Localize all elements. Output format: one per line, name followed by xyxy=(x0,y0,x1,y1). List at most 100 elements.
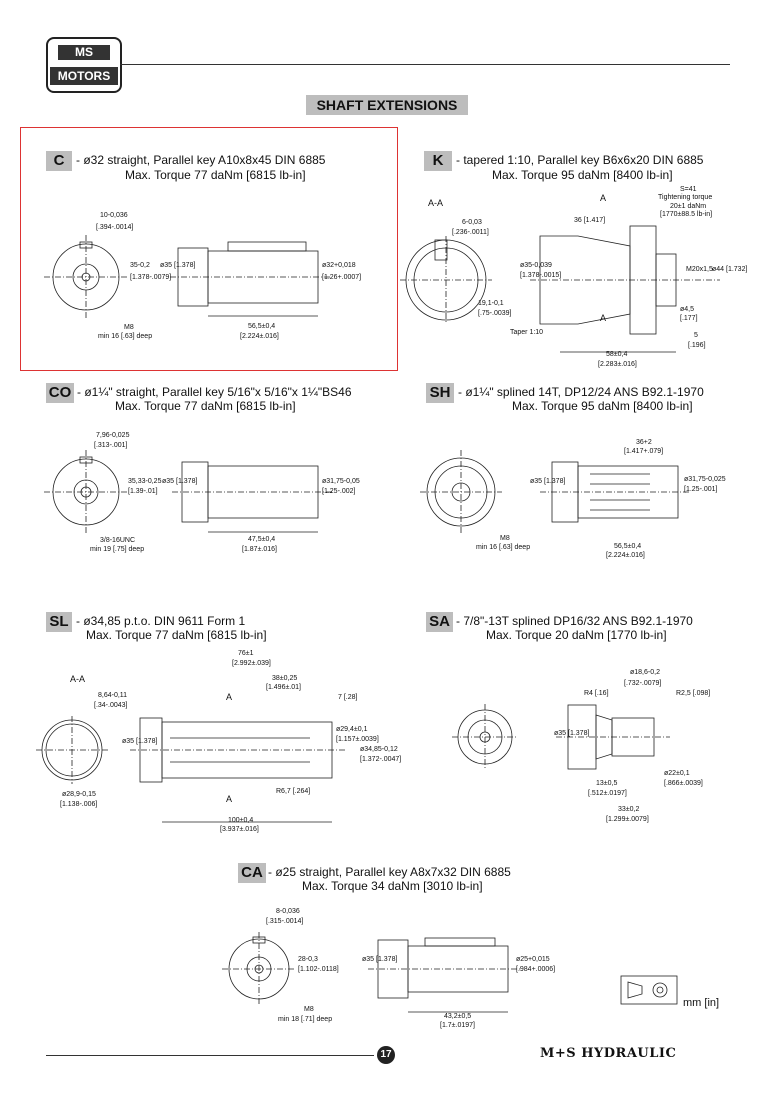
dim-sh-length: 56,5±0,4 xyxy=(614,543,642,550)
dim-co-height-in: [1.39-.01] xyxy=(128,488,158,495)
logo-ms: MS xyxy=(58,45,110,60)
code-sa: SA xyxy=(426,612,453,632)
dim-co-flange: ø35 [1.378] xyxy=(162,478,198,485)
dim-sa-22: ø22±0,1 xyxy=(664,770,690,777)
k-tightening-value: 20±1 daNm xyxy=(670,203,707,210)
dim-k-hole: ø4,5 xyxy=(680,306,695,313)
dim-sl-76-in: [2.992±.039] xyxy=(232,660,271,667)
dim-ca-length-in: [1.7±.0197] xyxy=(440,1022,475,1029)
header-rule xyxy=(120,64,730,65)
k-tightening-in: [1770±88.5 lb-in] xyxy=(660,211,713,218)
selection-highlight xyxy=(20,127,398,371)
dim-ca-shaft-in: [.984+.0006] xyxy=(516,966,556,973)
dim-k-length-in: [2.283±.016] xyxy=(598,361,637,368)
note-sh-thread: M8 xyxy=(500,535,510,542)
note-c-depth: min 16 [.63] deep xyxy=(98,333,153,340)
note-co-depth: min 19 [.75] deep xyxy=(90,546,145,553)
dim-k-thread: M20x1,5 xyxy=(686,266,713,273)
dim-co-shaft-in: [1.25-.002] xyxy=(322,488,356,495)
dim-sh-length-in: [2.224±.016] xyxy=(606,552,645,559)
dim-co-height: 35,33-0,25 xyxy=(128,478,162,485)
dim-co-shaft: ø31,75-0,05 xyxy=(322,478,360,485)
dim-ca-key: 8-0,036 xyxy=(276,908,300,915)
page-title: SHAFT EXTENSIONS xyxy=(316,97,458,113)
code-k: K xyxy=(424,151,452,171)
code-co: CO xyxy=(46,383,74,403)
code-sh: SH xyxy=(426,383,454,403)
dim-ca-height-in: [1.102-.0118] xyxy=(298,966,339,973)
dim-sh-spline-in: [1.417+.079] xyxy=(624,448,664,455)
dim-sl-7: 7 [.28] xyxy=(338,694,358,701)
ms-motors-logo: MS MOTORS xyxy=(46,37,122,93)
dim-k-dia-in: [1.378-.0015] xyxy=(520,272,562,279)
note-sh-depth: min 16 [.63] deep xyxy=(476,544,531,551)
dim-sl-76: 76±1 xyxy=(238,650,254,657)
dim-k-dia: ø35-0,039 xyxy=(520,262,552,269)
dim-sa-13: 13±0,5 xyxy=(596,780,618,787)
torque-k: Max. Torque 95 daNm [8400 lb-in] xyxy=(492,168,673,182)
desc-sa: - 7/8"-13T splined DP16/32 ANS B92.1-197… xyxy=(456,614,693,628)
dim-sa-186-in: [.732-.0079] xyxy=(624,680,662,687)
dim-sa-r25: R2,5 [.098] xyxy=(676,690,711,697)
dim-co-key: 7,96-0,025 xyxy=(96,432,130,439)
dim-k-key: 6-0,03 xyxy=(462,219,482,226)
dim-c-length-in: [2.224±.016] xyxy=(240,333,279,340)
dim-sl-38: 38±0,25 xyxy=(272,675,298,682)
dim-k-hole-in: [.177] xyxy=(680,315,698,322)
logo-motors: MOTORS xyxy=(50,67,118,85)
k-tightening-label: Tightening torque xyxy=(658,194,713,201)
dim-co-length-in: [1.87±.016] xyxy=(242,546,277,553)
dim-sa-13-in: [.512±.0197] xyxy=(588,790,627,797)
dim-k-depth: 19,1-0,1 xyxy=(478,300,504,307)
dim-k-depth-in: [.75-.0039] xyxy=(478,310,512,317)
torque-co: Max. Torque 77 daNm [6815 lb-in] xyxy=(115,399,296,413)
dim-ca-key-in: [.315-.0014] xyxy=(266,918,304,925)
dim-sl-38-in: [1.496±.01] xyxy=(266,684,301,691)
k-section-mark-top: A xyxy=(600,193,607,203)
desc-k: - tapered 1:10, Parallel key B6x6x20 DIN… xyxy=(456,153,704,167)
dim-sl-294-in: [1.157±.0039] xyxy=(336,736,379,743)
page-number: 17 xyxy=(377,1046,395,1064)
desc-sh: - ø1¼" splined 14T, DP12/24 ANS B92.1-19… xyxy=(458,385,704,399)
note-co-thread: 3/8-16UNC xyxy=(100,537,136,544)
dim-sh-spline: 36+2 xyxy=(636,439,652,446)
dim-ca-shaft: ø25+0,015 xyxy=(516,956,550,963)
dim-sl-length: 100±0,4 xyxy=(228,817,254,824)
torque-sl: Max. Torque 77 daNm [6815 lb-in] xyxy=(86,628,267,642)
page-title-box: SHAFT EXTENSIONS xyxy=(306,95,468,115)
k-section-label: A-A xyxy=(428,198,444,208)
brand-name: M+S HYDRAULIC xyxy=(540,1046,677,1061)
dim-sl-289: ø28,9-0,15 xyxy=(62,791,96,798)
footer-rule xyxy=(46,1055,374,1056)
dim-sl-3485-in: [1.372-.0047] xyxy=(360,756,402,763)
dim-c-height: 35-0,2 xyxy=(130,262,150,269)
dim-sl-flange: ø35 [1.378] xyxy=(122,738,158,745)
dim-co-length: 47,5±0,4 xyxy=(248,536,276,543)
dim-co-key-in: [.313-.001] xyxy=(94,442,128,449)
k-section-mark-bottom: A xyxy=(600,313,607,323)
dim-sa-33: 33±0,2 xyxy=(618,806,640,813)
dim-ca-length: 43,2±0,5 xyxy=(444,1013,472,1020)
dim-c-flange: ø35 [1.378] xyxy=(160,262,196,269)
dim-sa-flange: ø35 [1.378] xyxy=(554,730,590,737)
dim-sl-radius: R6,7 [.264] xyxy=(276,788,311,795)
desc-co: - ø1¼" straight, Parallel key 5/16"x 5/1… xyxy=(77,385,352,399)
dim-sa-33-in: [1.299±.0079] xyxy=(606,816,649,823)
dim-c-shaft: ø32+0,018 xyxy=(322,262,356,269)
code-sl: SL xyxy=(46,612,72,632)
dim-sl-294: ø29,4±0,1 xyxy=(336,726,368,733)
desc-c: - ø32 straight, Parallel key A10x8x45 DI… xyxy=(76,153,326,167)
dim-k-s41: S=41 xyxy=(680,186,697,193)
sl-section-label: A-A xyxy=(70,674,86,684)
dim-sh-shaft: ø31,75-0,025 xyxy=(684,476,726,483)
dim-c-height-in: [1.378-.0079] xyxy=(130,274,172,281)
dim-k-5: 5 xyxy=(694,332,698,339)
dim-k-5-in: [.196] xyxy=(688,342,706,349)
dim-c-length: 56,5±0,4 xyxy=(248,323,276,330)
dim-sl-key-in: [.34-.0043] xyxy=(94,702,128,709)
dim-k-length: 58±0,4 xyxy=(606,351,628,358)
dim-sa-22-in: [.866±.0039] xyxy=(664,780,703,787)
dim-k-44: ø44 [1.732] xyxy=(712,266,748,273)
sl-section-mark-bottom: A xyxy=(226,794,233,804)
